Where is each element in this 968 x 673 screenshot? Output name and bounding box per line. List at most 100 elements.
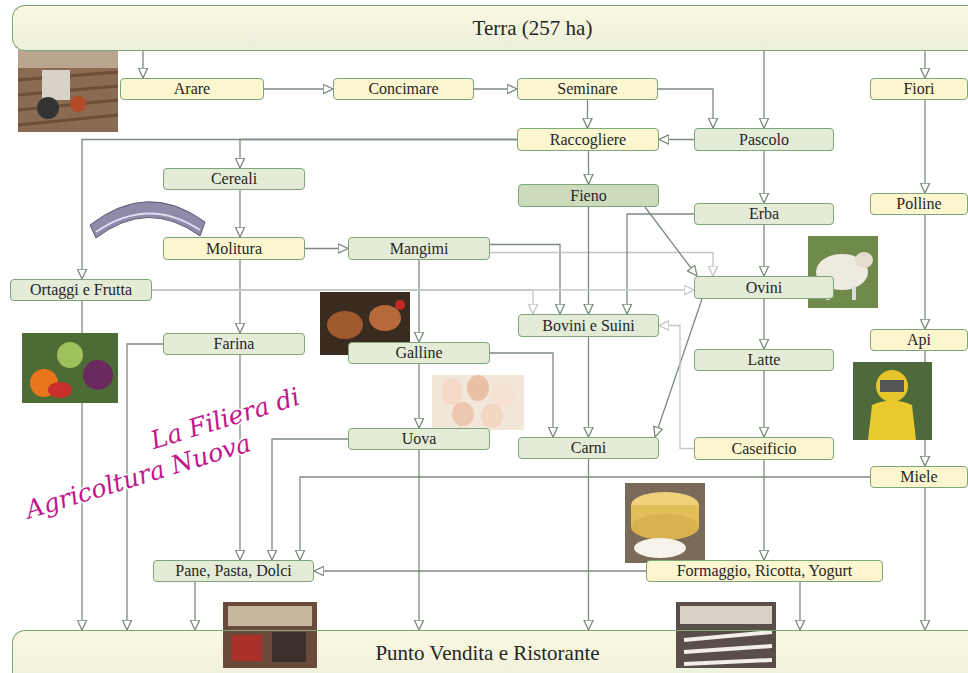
- flow-arrow: [194, 582, 195, 630]
- flow-arrow: [490, 253, 713, 277]
- flow-arrow: [300, 477, 870, 560]
- flow-arrow: [314, 570, 646, 571]
- process-box: Pascolo: [694, 128, 834, 151]
- flow-arrow: [763, 225, 764, 276]
- process-box: Formaggio, Ricotta, Yogurt: [646, 560, 883, 582]
- node-label: Arare: [174, 80, 210, 98]
- flow-arrow: [763, 151, 764, 203]
- node-label: Latte: [748, 351, 781, 369]
- node-label: Punto Vendita e Ristorante: [375, 640, 599, 666]
- flow-arrow: [627, 214, 694, 314]
- node-label: Ovini: [746, 279, 782, 297]
- flow-arrow: [305, 248, 348, 249]
- process-box: Seminare: [517, 78, 658, 100]
- node-label: Pascolo: [739, 131, 789, 149]
- flow-arrow: [763, 51, 764, 128]
- node-label: Polline: [896, 195, 941, 213]
- process-box: Farina: [163, 333, 305, 355]
- node-label: Raccogliere: [550, 131, 626, 149]
- node-label: Erba: [749, 205, 779, 223]
- node-label: Uova: [402, 430, 437, 448]
- process-box: Concimare: [333, 78, 474, 100]
- node-label: Cereali: [211, 170, 257, 188]
- flow-arrow: [924, 100, 925, 193]
- process-box: Molitura: [163, 237, 305, 260]
- mill-banner: [90, 202, 205, 238]
- node-label: Fiori: [903, 80, 934, 98]
- process-box: Ovini: [694, 276, 834, 299]
- process-box: Pane, Pasta, Dolci: [153, 560, 314, 582]
- flow-arrow: [239, 190, 240, 237]
- process-box: Polline: [870, 193, 968, 215]
- node-label: Formaggio, Ricotta, Yogurt: [677, 562, 853, 580]
- flow-arrow: [924, 215, 925, 329]
- process-box: Mangimi: [348, 237, 490, 260]
- node-label: Pane, Pasta, Dolci: [175, 562, 291, 580]
- flow-arrow: [82, 140, 517, 280]
- flow-arrow: [799, 582, 800, 630]
- flow-arrow: [490, 245, 560, 315]
- node-label: Galline: [395, 344, 442, 362]
- flow-arrow: [239, 260, 240, 333]
- shop-photo: [223, 602, 317, 668]
- node-label: Concimare: [368, 80, 438, 98]
- flow-arrow: [659, 139, 694, 140]
- node-label: Ortaggi e Frutta: [30, 281, 132, 299]
- process-box: Uova: [348, 428, 490, 450]
- vegetables-photo: [22, 333, 118, 403]
- flow-arrow: [418, 260, 419, 342]
- flow-arrow: [272, 439, 348, 560]
- node-label: Bovini e Suini: [542, 317, 634, 335]
- flow-arrow: [588, 337, 589, 437]
- node-label: Seminare: [557, 80, 617, 98]
- process-box: Fiori: [870, 78, 968, 100]
- flow-arrow: [474, 88, 517, 89]
- process-box: Galline: [348, 342, 490, 364]
- flow-arrow: [264, 88, 333, 89]
- process-box: Erba: [694, 203, 834, 225]
- node-label: Carni: [571, 439, 607, 457]
- band-node: Terra (257 ha): [12, 5, 968, 51]
- node-label: Molitura: [206, 240, 262, 258]
- process-box: Bovini e Suini: [518, 314, 659, 337]
- process-box: Fieno: [518, 184, 659, 207]
- flow-arrow: [588, 459, 589, 630]
- flow-arrow: [142, 51, 143, 78]
- process-box: Carni: [518, 437, 659, 459]
- process-box: Arare: [120, 78, 264, 100]
- band-node: Punto Vendita e Ristorante: [12, 630, 968, 673]
- flow-arrow: [924, 51, 925, 78]
- flow-arrow: [658, 89, 713, 128]
- process-box: Caseificio: [694, 437, 834, 460]
- flow-arrow: [763, 299, 764, 349]
- process-box: Cereali: [163, 168, 305, 190]
- node-label: Farina: [214, 335, 255, 353]
- flow-arrow: [418, 364, 419, 428]
- node-label: Caseificio: [732, 440, 797, 458]
- flow-arrow: [924, 488, 925, 630]
- node-label: Fieno: [570, 187, 606, 205]
- cheese-photo: [625, 483, 705, 563]
- eggs-photo: [432, 375, 524, 430]
- process-box: Ortaggi e Frutta: [10, 279, 152, 301]
- flow-arrow: [763, 371, 764, 437]
- flow-arrow: [588, 207, 589, 314]
- process-box: Latte: [694, 349, 834, 371]
- flow-arrow: [659, 326, 694, 449]
- restaurant-photo: [676, 602, 776, 668]
- flow-arrow: [645, 207, 697, 276]
- process-box: Miele: [870, 466, 968, 488]
- process-box: Raccogliere: [517, 128, 659, 151]
- process-box: Api: [870, 329, 968, 351]
- beekeeper-photo: [853, 362, 932, 440]
- band-ground: [12, 630, 968, 673]
- node-label: Mangimi: [390, 240, 449, 258]
- band-ground: [12, 5, 968, 51]
- flow-arrow: [763, 460, 764, 560]
- flow-arrow: [240, 140, 517, 169]
- flow-arrow: [588, 151, 589, 184]
- node-label: Api: [907, 331, 931, 349]
- node-label: Terra (257 ha): [473, 15, 593, 41]
- tractor-photo: [18, 50, 118, 132]
